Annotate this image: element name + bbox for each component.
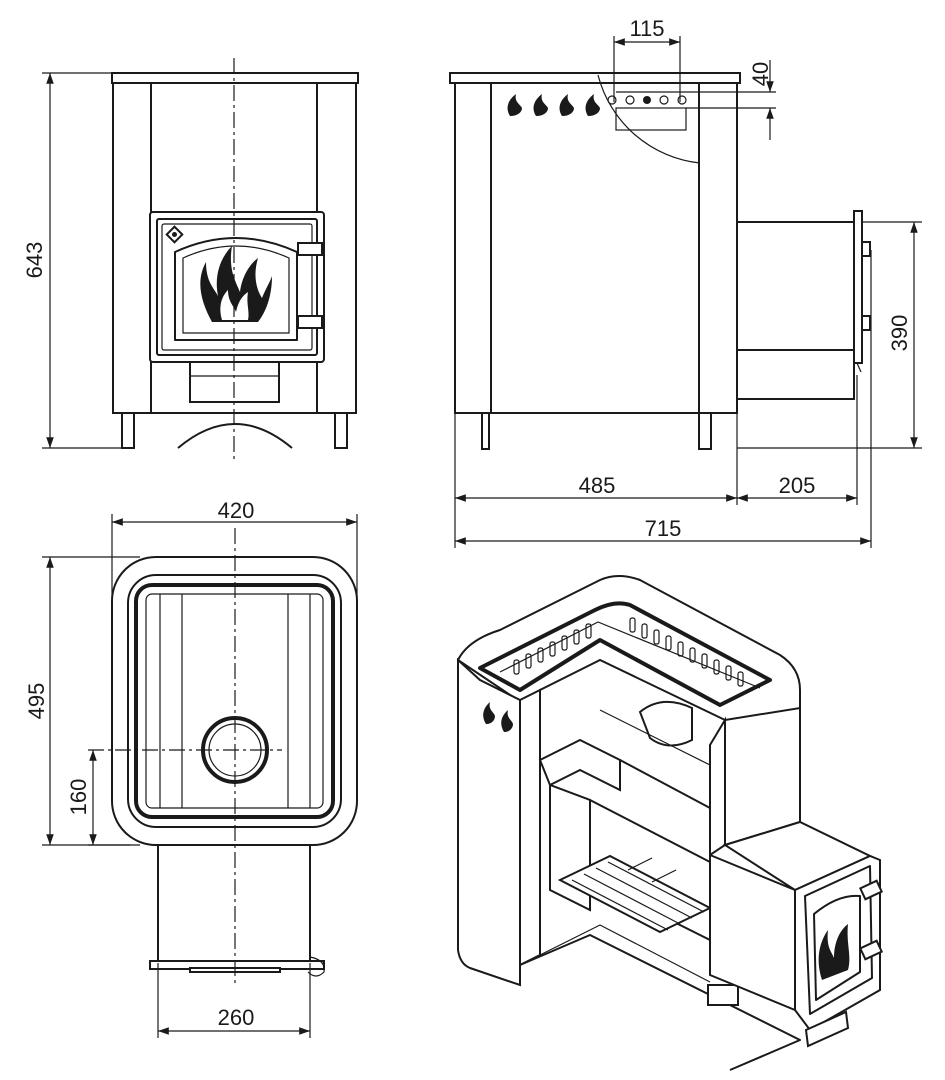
iso-tank-door-glass bbox=[813, 894, 861, 1001]
top-tank bbox=[157, 844, 311, 964]
dim-top-offset-width: 115 bbox=[629, 16, 664, 41]
dim-tank-height: 390 bbox=[887, 315, 912, 352]
dim-tank-depth: 205 bbox=[779, 473, 816, 498]
flame-icon bbox=[483, 702, 513, 732]
side-tank-lower bbox=[736, 349, 855, 400]
dim-body-length: 495 bbox=[24, 683, 49, 720]
side-view: 115 40 390 485 205 715 bbox=[449, 16, 922, 548]
side-tank-door bbox=[853, 210, 863, 364]
isometric-cutaway-view bbox=[456, 575, 884, 1071]
front-left-panel bbox=[112, 82, 152, 414]
iso-flue bbox=[638, 701, 693, 747]
side-top-plate bbox=[449, 72, 741, 84]
front-door-inner bbox=[156, 218, 318, 356]
front-leg-right bbox=[334, 412, 348, 449]
front-arch bbox=[177, 423, 293, 449]
dim-flue-offset: 160 bbox=[66, 779, 91, 816]
front-leg-left bbox=[121, 412, 135, 449]
dim-total-depth: 715 bbox=[645, 516, 682, 541]
front-view: 643 bbox=[22, 58, 359, 460]
side-rear-panel bbox=[698, 82, 738, 414]
top-view: 420 495 160 260 bbox=[24, 498, 358, 1038]
front-hinge-top bbox=[297, 242, 323, 256]
side-front-panel bbox=[454, 82, 492, 414]
side-tank-upper bbox=[736, 221, 855, 351]
dim-height-total: 643 bbox=[22, 242, 47, 279]
front-door-glass bbox=[174, 237, 298, 341]
side-body bbox=[490, 82, 700, 414]
flame-icon bbox=[200, 246, 272, 322]
iso-gasket bbox=[478, 601, 772, 707]
dim-body-depth: 485 bbox=[579, 473, 616, 498]
dim-top-offset-height: 40 bbox=[748, 62, 773, 86]
side-detail-arc bbox=[597, 74, 701, 164]
front-hinge-bottom bbox=[297, 315, 323, 329]
dim-body-width: 420 bbox=[218, 498, 255, 523]
dim-tank-width: 260 bbox=[218, 1005, 255, 1030]
iso-vent-slots bbox=[513, 617, 744, 687]
side-vent-detail bbox=[607, 91, 740, 131]
front-top-plate bbox=[111, 72, 359, 84]
diamond-logo-icon bbox=[165, 225, 184, 244]
iso-inner-wall bbox=[538, 738, 621, 792]
flame-icon bbox=[507, 94, 600, 116]
flame-icon bbox=[818, 924, 850, 980]
